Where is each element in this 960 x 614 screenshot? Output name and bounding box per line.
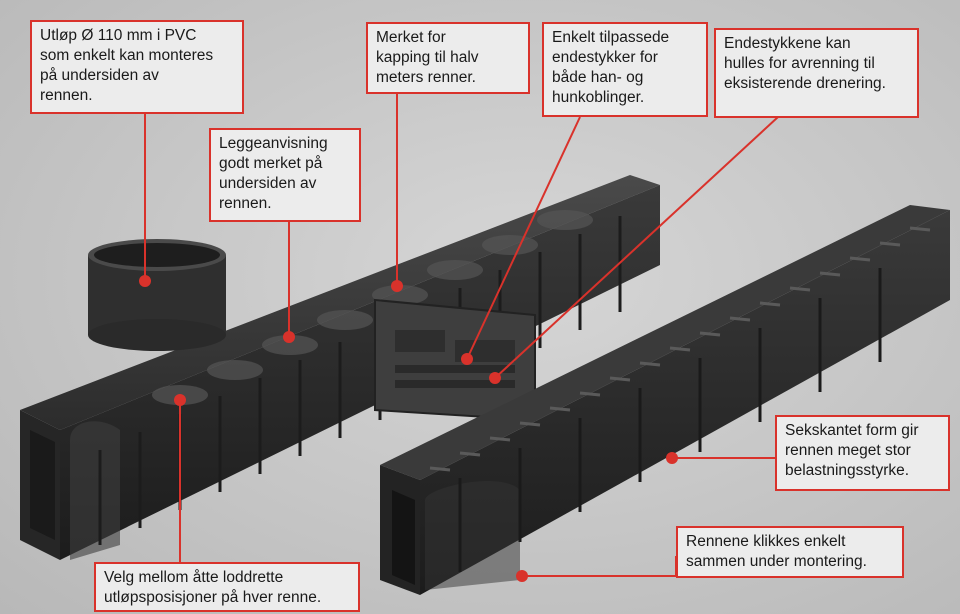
marker-cutting bbox=[391, 280, 403, 292]
marker-endcaps-fit bbox=[461, 353, 473, 365]
callout-endcaps-drain: Endestykkene kan hulles for avrenning ti… bbox=[714, 28, 919, 118]
upright-channel bbox=[380, 205, 950, 595]
marker-laying bbox=[283, 331, 295, 343]
callout-laying: Leggeanvisning godt merket på undersiden… bbox=[209, 128, 361, 222]
marker-endcaps-drain bbox=[489, 372, 501, 384]
marker-click bbox=[516, 570, 528, 582]
leader-lines bbox=[144, 94, 779, 577]
callout-outlet-positions: Velg mellom åtte loddrette utløpsposisjo… bbox=[94, 562, 360, 612]
marker-outlet-positions bbox=[174, 394, 186, 406]
callout-cutting: Merket for kapping til halv meters renne… bbox=[366, 22, 530, 94]
callout-hexagonal: Sekskantet form gir rennen meget stor be… bbox=[775, 415, 950, 491]
marker-hexagonal bbox=[666, 452, 678, 464]
callout-outlet: Utløp Ø 110 mm i PVC som enkelt kan mont… bbox=[30, 20, 244, 114]
pvc-outlet-pipe bbox=[88, 239, 226, 351]
marker-dots bbox=[139, 275, 678, 582]
callout-click: Rennene klikkes enkelt sammen under mont… bbox=[676, 526, 904, 578]
marker-outlet bbox=[139, 275, 151, 287]
callout-endcaps-fit: Enkelt tilpassede endestykker for både h… bbox=[542, 22, 708, 117]
